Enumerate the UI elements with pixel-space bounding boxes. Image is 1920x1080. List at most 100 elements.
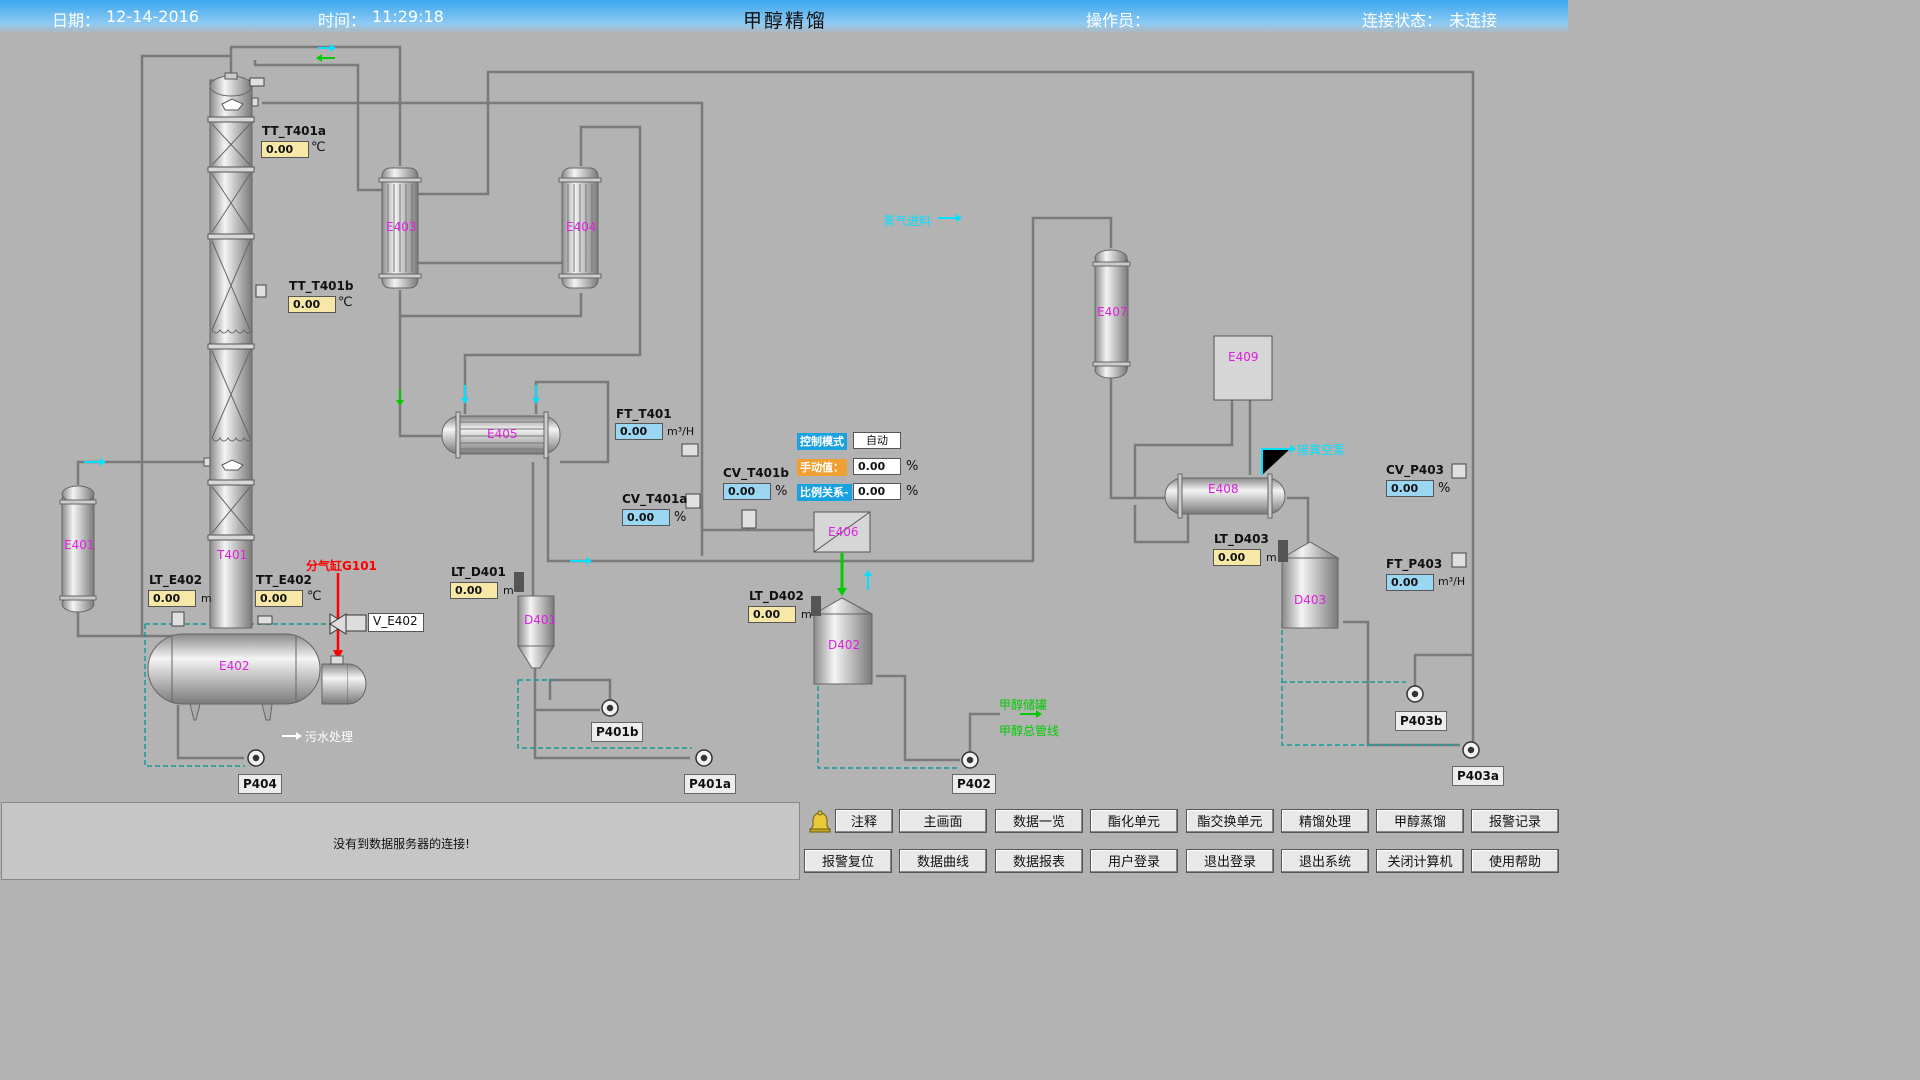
unit-e406-diag [813, 511, 871, 553]
btn-rectification[interactable]: 精馏处理 [1281, 809, 1369, 833]
heater-e401 [59, 485, 97, 613]
label-e402: E402 [219, 659, 250, 673]
reboiler-e402 [147, 633, 367, 721]
page-title: 甲醇精馏 [742, 10, 827, 32]
lt-d403-value: 0.00 [1213, 549, 1261, 566]
column-e407 [1092, 249, 1131, 379]
lt-d403-label: LT_D403 [1214, 532, 1269, 546]
btn-logout[interactable]: 退出登录 [1186, 849, 1274, 873]
btn-annotation[interactable]: 注释 [835, 809, 893, 833]
btn-esterification-unit[interactable]: 酯化单元 [1090, 809, 1178, 833]
manual-value-input[interactable]: 0.00 [853, 458, 901, 475]
exchanger-e405 [441, 411, 561, 459]
lt-d402-unit: m [801, 608, 812, 621]
ft-t401-value: 0.00 [615, 423, 663, 440]
exchanger-e408 [1164, 473, 1286, 519]
pump-p403b[interactable]: P403b [1395, 711, 1448, 731]
btn-exit-system[interactable]: 退出系统 [1281, 849, 1369, 873]
btn-data-curve[interactable]: 数据曲线 [899, 849, 987, 873]
btn-alarm-reset[interactable]: 报警复位 [804, 849, 892, 873]
connection-label: 连接状态： [1362, 11, 1443, 30]
ft-t401-label: FT_T401 [616, 407, 672, 421]
instrument-icons [171, 77, 1467, 627]
operator-label: 操作员： [1086, 11, 1151, 30]
lt-e402-value: 0.00 [148, 590, 196, 607]
btn-alarm-log[interactable]: 报警记录 [1471, 809, 1559, 833]
date-value: 12-14-2016 [106, 7, 199, 26]
manual-value-label: 手动值： [797, 459, 847, 476]
valve-v-e402-tag[interactable]: V_E402 [368, 613, 424, 632]
valve-v-e402 [329, 613, 367, 635]
connection-status: 未连接 [1449, 11, 1498, 30]
label-d401: D401 [524, 613, 557, 627]
tt-t401b-label: TT_T401b [289, 279, 354, 293]
tt-t401a-value: 0.00 [261, 141, 309, 158]
cv-t401a-label: CV_T401a [622, 492, 688, 506]
ft-t401-unit: m³/H [667, 425, 695, 438]
tt-t401a-unit: ℃ [311, 140, 326, 155]
manual-value-unit: % [906, 459, 919, 474]
tank-d403 [1278, 540, 1340, 629]
ratio-unit: % [906, 484, 919, 499]
tt-e402-value: 0.00 [255, 590, 303, 607]
storage-label: 甲醇储罐 [999, 698, 1048, 712]
cv-p403-value: 0.00 [1386, 480, 1434, 497]
cv-p403-label: CV_P403 [1386, 463, 1444, 477]
condenser-e403 [378, 167, 422, 289]
ft-p403-label: FT_P403 [1386, 557, 1443, 571]
main-pipe-label: 甲醇总管线 [999, 724, 1060, 738]
label-e401: E401 [64, 538, 95, 552]
lt-e402-label: LT_E402 [149, 573, 203, 587]
pump-icons [247, 685, 1480, 769]
pump-p401b[interactable]: P401b [591, 722, 644, 742]
label-t401: T401 [217, 548, 248, 562]
tank-e409 [1213, 335, 1273, 401]
time-label: 时间： [318, 11, 367, 30]
pump-p402[interactable]: P402 [952, 774, 996, 794]
btn-shutdown-computer[interactable]: 关闭计算机 [1376, 849, 1464, 873]
pump-p404[interactable]: P404 [238, 774, 282, 794]
label-e408: E408 [1208, 482, 1239, 496]
connection-message: 没有到数据服务器的连接! [333, 837, 470, 851]
ft-p403-unit: m³/H [1438, 575, 1466, 588]
drum-d401 [514, 572, 555, 669]
lt-d401-value: 0.00 [450, 582, 498, 599]
btn-main-screen[interactable]: 主画面 [899, 809, 987, 833]
condenser-e404 [558, 167, 602, 289]
lt-e402-unit: m [201, 592, 212, 605]
message-panel: 没有到数据服务器的连接! [1, 802, 800, 880]
pump-p401a[interactable]: P401a [684, 774, 736, 794]
tt-e402-unit: ℃ [307, 589, 322, 604]
btn-data-report[interactable]: 数据报表 [995, 849, 1083, 873]
date-label: 日期： [52, 11, 101, 30]
tt-e402-label: TT_E402 [256, 573, 312, 587]
ratio-value-input[interactable]: 0.00 [853, 483, 901, 500]
cv-t401b-unit: % [775, 484, 788, 499]
label-d403: D403 [1294, 593, 1327, 607]
pump-p403a[interactable]: P403a [1452, 766, 1504, 786]
label-e406: E406 [828, 525, 859, 539]
label-e409: E409 [1228, 350, 1259, 364]
cv-t401a-value: 0.00 [622, 509, 670, 526]
label-e407: E407 [1097, 305, 1128, 319]
control-mode-button[interactable]: 自动 [853, 432, 901, 449]
tt-t401a-label: TT_T401a [262, 124, 326, 138]
label-e403: E403 [386, 220, 417, 234]
btn-data-overview[interactable]: 数据一览 [995, 809, 1083, 833]
lt-d403-unit: m [1266, 551, 1277, 564]
btn-user-login[interactable]: 用户登录 [1090, 849, 1178, 873]
title-bar: 日期： 12-14-2016 时间： 11:29:18 甲醇精馏 操作员： 连接… [0, 0, 1568, 34]
process-diagram [59, 44, 1480, 769]
control-mode-label: 控制模式 [797, 433, 847, 450]
tt-t401b-unit: ℃ [338, 295, 353, 310]
btn-methanol-distillation[interactable]: 甲醇蒸馏 [1376, 809, 1464, 833]
cv-p403-unit: % [1438, 481, 1451, 496]
lt-d402-label: LT_D402 [749, 589, 804, 603]
btn-help[interactable]: 使用帮助 [1471, 849, 1559, 873]
alarm-bell-icon[interactable] [807, 809, 833, 835]
label-e405: E405 [487, 427, 518, 441]
btn-transesterification-unit[interactable]: 酯交换单元 [1186, 809, 1274, 833]
cv-t401a-unit: % [674, 510, 687, 525]
label-d402: D402 [828, 638, 861, 652]
ft-p403-value: 0.00 [1386, 574, 1434, 591]
